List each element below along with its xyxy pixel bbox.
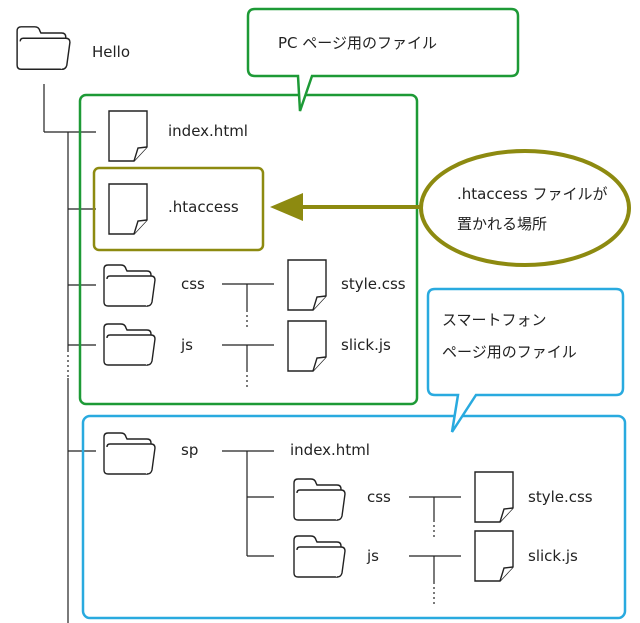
root-folder-label: Hello (92, 43, 131, 61)
sp-callout-line1: スマートフォン (442, 311, 547, 329)
sp-style-css-file-icon (474, 471, 514, 523)
sp-css-folder-icon (293, 478, 346, 521)
sp-files-frame (81, 414, 627, 620)
sp-callout-line2: ページ用のファイル (442, 343, 577, 361)
sp-slick-js-file-icon (474, 530, 514, 582)
css-folder-icon (103, 264, 156, 307)
js-folder-icon (103, 323, 156, 366)
sp-folder-label: sp (181, 441, 199, 459)
pc-index-label: index.html (168, 122, 248, 140)
pc-callout-text: PC ページ用のファイル (278, 34, 437, 52)
sp-callout-bubble (426, 287, 625, 433)
htaccess-callout-line2: 置かれる場所 (457, 215, 548, 233)
sp-style-css-label: style.css (528, 488, 593, 506)
sp-css-folder-label: css (367, 488, 391, 506)
pc-files-frame (78, 93, 419, 406)
style-css-file-icon (287, 259, 327, 311)
tree-lines (43, 84, 461, 623)
htaccess-frame (92, 166, 265, 252)
root-folder-icon (16, 26, 71, 71)
pc-js-folder-label: js (181, 336, 193, 354)
index-file-icon (108, 110, 148, 162)
htaccess-arrow-head (270, 193, 303, 221)
pc-css-folder-label: css (181, 275, 205, 293)
pc-slick-js-label: slick.js (341, 336, 391, 354)
sp-folder-icon (103, 432, 156, 475)
pc-callout-bubble (246, 7, 520, 112)
slick-js-file-icon (287, 320, 327, 372)
sp-js-folder-icon (293, 535, 346, 578)
htaccess-callout-ellipse (419, 149, 631, 267)
sp-index-label: index.html (290, 441, 370, 459)
htaccess-callout-line1: .htaccess ファイルが (457, 185, 608, 203)
htaccess-file-icon (108, 183, 148, 235)
pc-htaccess-label: .htaccess (168, 198, 239, 216)
pc-style-css-label: style.css (341, 275, 406, 293)
sp-js-folder-label: js (367, 547, 379, 565)
sp-slick-js-label: slick.js (528, 547, 578, 565)
